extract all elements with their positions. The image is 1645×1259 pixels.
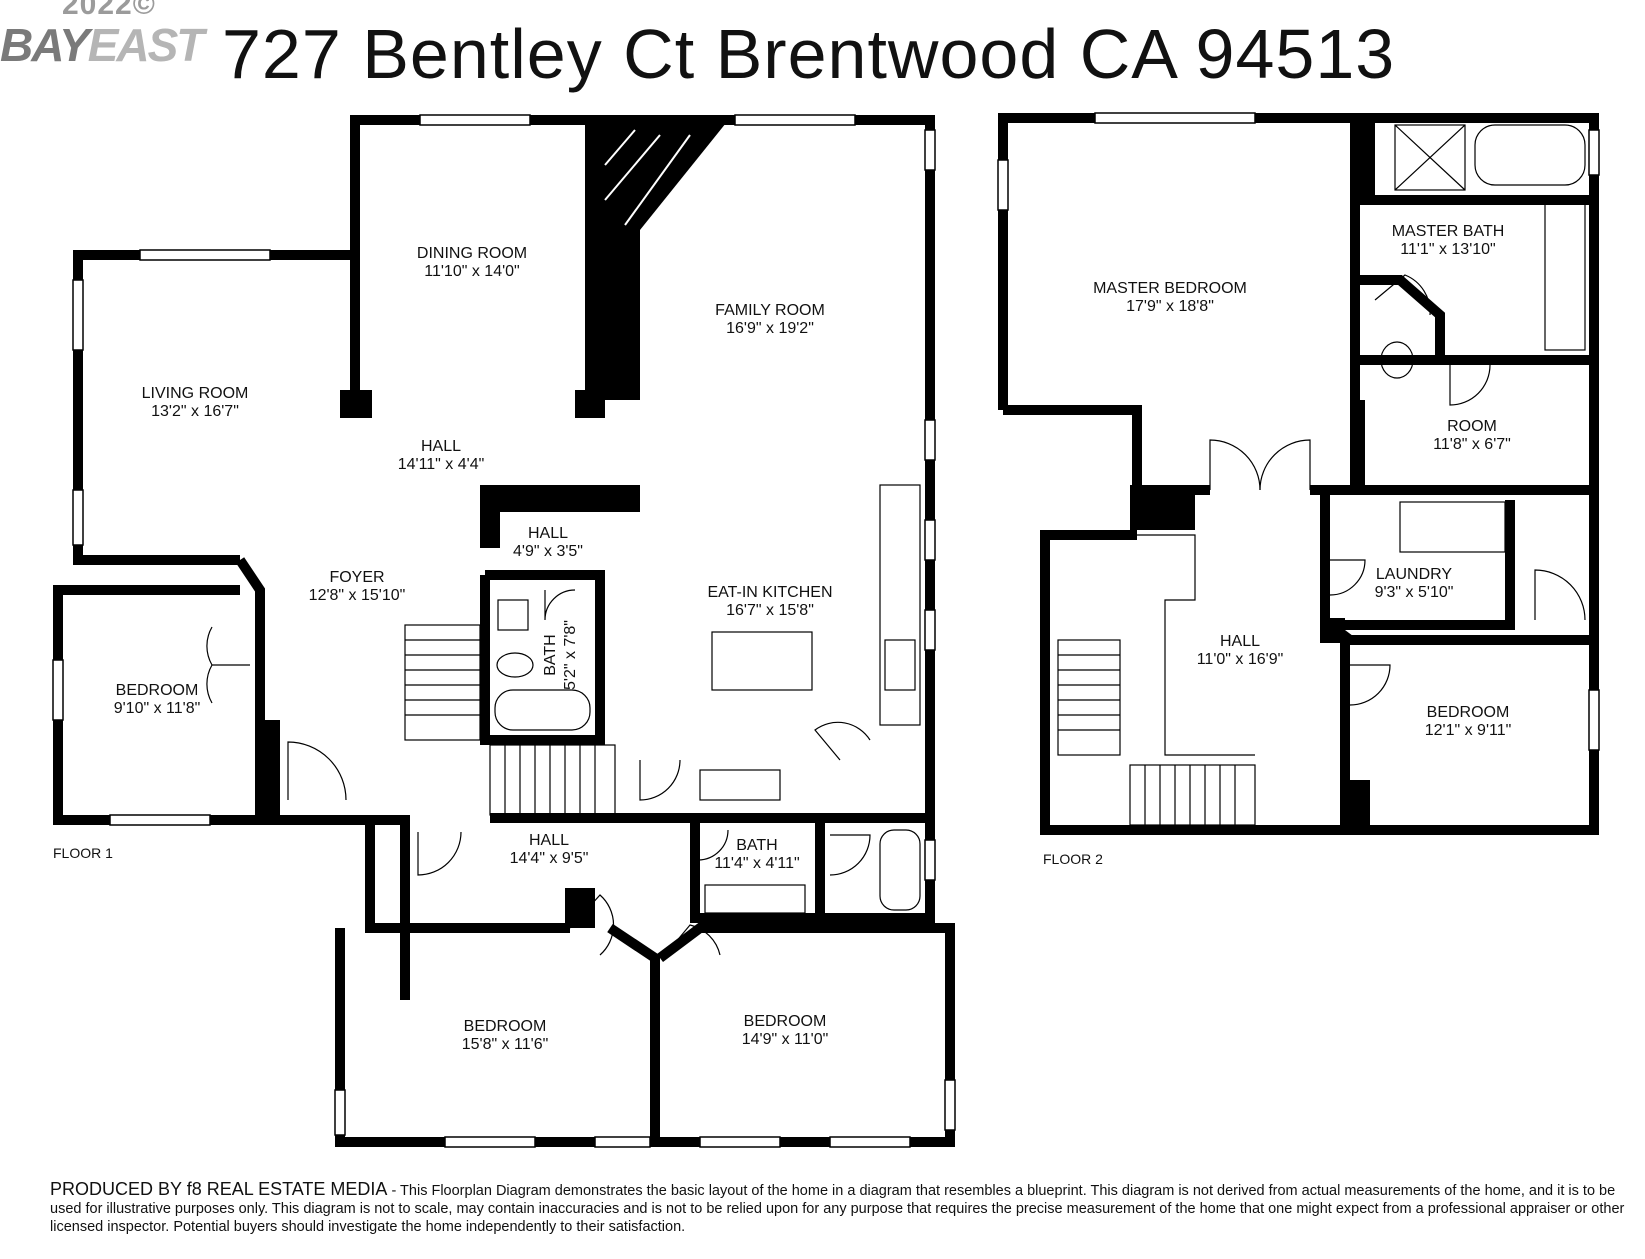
bayeast-watermark-logo: 2022© BAYEAST xyxy=(0,0,260,72)
room-dims: 9'10" x 11'8" xyxy=(114,700,201,717)
room-name: DINING ROOM xyxy=(417,245,527,262)
room-dims: 4'9" x 3'5" xyxy=(513,543,583,560)
room-dims: 11'8" x 6'7" xyxy=(1433,436,1511,453)
floorplan-diagram: DINING ROOM 11'10" x 14'0" FAMILY ROOM 1… xyxy=(52,112,1600,1148)
room-name: BATH xyxy=(736,837,777,854)
room-name: MASTER BEDROOM xyxy=(1093,280,1247,297)
room-dims: 12'8" x 15'10" xyxy=(309,587,406,604)
floor-1-label: FLOOR 1 xyxy=(53,845,113,861)
room-dims: 9'3" x 5'10" xyxy=(1375,584,1454,601)
floor-2-windows xyxy=(997,112,1600,751)
room-name: LAUNDRY xyxy=(1376,566,1453,583)
bath-sink xyxy=(497,599,529,631)
room-dims: 16'9" x 19'2" xyxy=(726,320,814,337)
room-name: FOYER xyxy=(329,569,384,586)
watermark-brand-east: EAST xyxy=(87,19,205,71)
room-dims: 11'1" x 13'10" xyxy=(1400,241,1495,258)
room-name: LIVING ROOM xyxy=(142,385,249,402)
room-name: BEDROOM xyxy=(464,1018,547,1035)
room-dims: 16'7" x 15'8" xyxy=(726,602,814,619)
bathtub xyxy=(494,689,591,731)
room-dims: 14'11" x 4'4" xyxy=(398,456,485,473)
producer-credit: PRODUCED BY f8 REAL ESTATE MEDIA xyxy=(50,1179,388,1199)
room-name: BEDROOM xyxy=(744,1013,827,1030)
room-dims: 5'2" x 7'8" xyxy=(562,620,579,690)
room-dims: 11'0" x 16'9" xyxy=(1197,651,1284,668)
room-name: MASTER BATH xyxy=(1392,223,1505,240)
room-dims: 12'1" x 9'11" xyxy=(1425,722,1512,739)
floor-1-stairs xyxy=(404,624,616,816)
fireplace-hatch xyxy=(604,129,691,226)
floor-2-room-labels: MASTER BEDROOM 17'9" x 18'8" MASTER BATH… xyxy=(1043,223,1511,867)
floor-2-doors xyxy=(1209,274,1586,706)
toilet xyxy=(496,652,534,678)
room-dims: 17'9" x 18'8" xyxy=(1126,298,1214,315)
room-dims: 11'4" x 4'11" xyxy=(714,855,799,872)
cooktop xyxy=(699,769,781,801)
floor-1-room-labels: DINING ROOM 11'10" x 14'0" FAMILY ROOM 1… xyxy=(53,245,833,1053)
room-dims: 15'8" x 11'6" xyxy=(462,1036,549,1053)
floor-2-stairs xyxy=(1057,534,1256,826)
room-name: HALL xyxy=(421,438,461,455)
disclaimer-text: - This Floorplan Diagram demonstrates th… xyxy=(50,1183,1625,1235)
watermark-brand-bay: BAY xyxy=(0,19,90,71)
room-dims: 13'2" x 16'7" xyxy=(151,403,239,420)
double-vanity xyxy=(704,884,806,914)
room-name: ROOM xyxy=(1447,418,1497,435)
room-name: HALL xyxy=(1220,633,1260,650)
floor-2-fixtures xyxy=(1380,124,1586,553)
bathtub-2 xyxy=(879,829,921,911)
room-dims: 14'9" x 11'0" xyxy=(742,1031,829,1048)
floor-1-wall-blocks xyxy=(258,118,730,928)
floor-1-fixtures xyxy=(494,484,921,914)
kitchen-island xyxy=(711,631,813,691)
watermark-year: 2022© xyxy=(62,0,156,21)
master-vanity xyxy=(1544,199,1586,351)
watermark-brand: BAYEAST xyxy=(0,18,205,72)
room-dims: 11'10" x 14'0" xyxy=(424,263,519,280)
floor-1-doors xyxy=(206,589,871,956)
room-name: EAT-IN KITCHEN xyxy=(707,584,832,601)
shower xyxy=(1394,124,1466,191)
room-dims: 14'4" x 9'5" xyxy=(510,850,589,867)
room-name: HALL xyxy=(528,525,568,542)
room-name: BEDROOM xyxy=(116,682,199,699)
floor-2-label: FLOOR 2 xyxy=(1043,851,1103,867)
laundry-machines xyxy=(1399,501,1506,553)
room-name: HALL xyxy=(529,832,569,849)
master-tub xyxy=(1474,124,1586,186)
room-name: BATH xyxy=(542,634,559,675)
kitchen-counter xyxy=(879,484,921,726)
master-toilet xyxy=(1380,341,1414,379)
room-name: FAMILY ROOM xyxy=(715,302,825,319)
floorplan-disclaimer: PRODUCED BY f8 REAL ESTATE MEDIA - This … xyxy=(50,1180,1625,1236)
room-name: BEDROOM xyxy=(1427,704,1510,721)
floor-1-windows xyxy=(52,114,956,1148)
property-address-title: 727 Bentley Ct Brentwood CA 94513 xyxy=(222,15,1396,93)
kitchen-sink xyxy=(884,639,916,691)
floor-2-wall-blocks xyxy=(1130,118,1375,830)
